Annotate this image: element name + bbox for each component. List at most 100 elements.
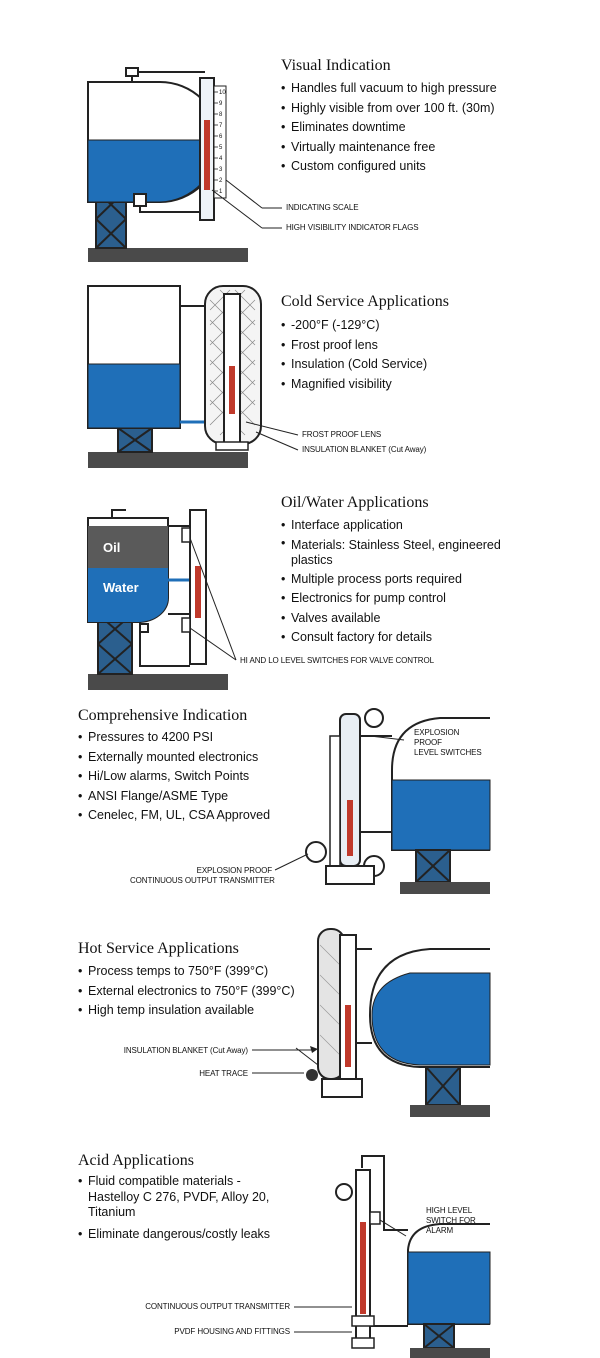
- tank-base: [410, 1105, 490, 1117]
- section-title: Comprehensive Indication: [78, 707, 248, 724]
- section-hot-service: Hot Service Applications Process temps t…: [0, 915, 600, 1120]
- tank-support-truss: [423, 1323, 455, 1349]
- scale-tick-label: 7: [219, 123, 223, 129]
- callout-line: PROOF: [414, 738, 442, 747]
- tank-base: [88, 452, 248, 468]
- list-item: Virtually maintenance free: [281, 138, 541, 158]
- scale-tick-label: 1: [219, 189, 223, 195]
- indicator-flags: [195, 566, 201, 618]
- tank-base: [410, 1348, 490, 1358]
- section-title: Acid Applications: [78, 1152, 194, 1169]
- callout-line: HIGH LEVEL: [426, 1206, 473, 1215]
- list-item: Process temps to 750°F (399°C): [78, 962, 308, 982]
- feature-list: Process temps to 750°F (399°C) External …: [78, 962, 308, 1021]
- list-item: Multiple process ports required: [281, 570, 511, 590]
- callout-frost-proof-lens: FROST PROOF LENS: [302, 430, 382, 439]
- callout-line: EXPLOSION: [414, 728, 460, 737]
- callout-line: ALARM: [426, 1226, 454, 1235]
- callout-indicator-flags: HIGH VISIBILITY INDICATOR FLAGS: [286, 223, 419, 232]
- callout-explosion-proof-transmitter: EXPLOSION PROOF CONTINUOUS OUTPUT TRANSM…: [130, 866, 275, 886]
- callout-pvdf-housing: PVDF HOUSING AND FITTINGS: [174, 1327, 290, 1336]
- gauge-piping: [125, 67, 205, 213]
- indicator-flags: [204, 120, 210, 190]
- gauge-piping: [360, 735, 392, 833]
- tank-base: [400, 882, 490, 894]
- scale-tick-label: 3: [219, 167, 223, 173]
- tank-base: [88, 674, 228, 690]
- list-item: -200°F (-129°C): [281, 316, 541, 336]
- callout-line: SWITCH FOR: [426, 1216, 476, 1225]
- heat-trace-fitting: [306, 1069, 318, 1081]
- oil-water-diagram: Oil Water: [87, 509, 237, 690]
- tank-liquid: [391, 779, 491, 851]
- indicator-flags: [347, 800, 353, 856]
- tank-support-truss: [415, 849, 451, 883]
- scale-tick-label: 10: [219, 90, 226, 96]
- tank-liquid: [87, 363, 181, 429]
- callout-continuous-output-transmitter: CONTINUOUS OUTPUT TRANSMITTER: [145, 1302, 290, 1311]
- callout-explosion-proof-switches: EXPLOSION PROOF LEVEL SWITCHES: [414, 728, 482, 758]
- oil-layer: [88, 526, 168, 568]
- section-oil-water: Oil Water Oil/Water Applications Interfa…: [0, 488, 600, 698]
- list-item: Hi/Low alarms, Switch Points: [78, 767, 308, 787]
- list-item: Highly visible from over 100 ft. (30m): [281, 99, 541, 119]
- list-item: ANSI Flange/ASME Type: [78, 787, 308, 807]
- gauge-piping: [111, 509, 190, 667]
- water-layer: [88, 568, 168, 622]
- gauge-piping: [361, 1155, 408, 1327]
- lo-level-switch: [181, 617, 191, 633]
- callout-high-level-switch: HIGH LEVEL SWITCH FOR ALARM: [426, 1206, 476, 1236]
- list-item: Fluid compatible materials - Hastelloy C…: [78, 1174, 274, 1225]
- list-item: Insulation (Cold Service): [281, 355, 541, 375]
- list-item: Consult factory for details: [281, 628, 511, 648]
- scale-tick-label: 9: [219, 101, 223, 107]
- feature-list: -200°F (-129°C) Frost proof lens Insulat…: [281, 316, 541, 394]
- tank-base: [88, 248, 248, 262]
- list-item: Interface application: [281, 516, 511, 536]
- section-title: Cold Service Applications: [281, 293, 449, 310]
- section-cold-service: Cold Service Applications -200°F (-129°C…: [0, 270, 600, 470]
- indicator-flags: [229, 366, 235, 414]
- indicator-flags: [360, 1222, 366, 1314]
- acid-diagram: [294, 1155, 491, 1358]
- tank-liquid: [407, 1251, 491, 1325]
- scale-tick-label: 8: [219, 112, 223, 118]
- hot-service-diagram: [252, 928, 491, 1117]
- scale-tick-label: 4: [219, 156, 223, 162]
- gauge-piping: [180, 305, 205, 424]
- feature-list: Pressures to 4200 PSI Externally mounted…: [78, 728, 308, 826]
- transmitter-head: [305, 841, 327, 863]
- list-item: Custom configured units: [281, 157, 541, 177]
- section-title: Visual Indication: [281, 57, 391, 74]
- callout-line: CONTINUOUS OUTPUT TRANSMITTER: [130, 876, 275, 885]
- section-acid: Acid Applications Fluid compatible mater…: [0, 1130, 600, 1358]
- list-item: Electronics for pump control: [281, 589, 511, 609]
- callout-indicating-scale: INDICATING SCALE: [286, 203, 359, 212]
- section-comprehensive-indication: Comprehensive Indication Pressures to 42…: [0, 700, 600, 910]
- callout-heat-trace: HEAT TRACE: [199, 1069, 248, 1078]
- tank-liquid: [87, 139, 219, 203]
- list-item: Externally mounted electronics: [78, 748, 308, 768]
- section-title: Hot Service Applications: [78, 940, 239, 957]
- scale-tick-label: 2: [219, 178, 223, 184]
- feature-list: Handles full vacuum to high pressure Hig…: [281, 79, 541, 177]
- callout-line: EXPLOSION PROOF: [196, 866, 273, 875]
- tank-support-truss: [425, 1066, 461, 1106]
- indicator-flags: [345, 1005, 351, 1067]
- list-item: Materials: Stainless Steel, engineered p…: [281, 536, 511, 570]
- list-item: Eliminates downtime: [281, 118, 541, 138]
- feature-list: Fluid compatible materials - Hastelloy C…: [78, 1174, 274, 1244]
- callout-line: LEVEL SWITCHES: [414, 748, 482, 757]
- list-item: Valves available: [281, 609, 511, 629]
- transmitter-head: [335, 1183, 353, 1201]
- cold-service-diagram: [87, 285, 299, 468]
- tank-liquid: [371, 972, 491, 1066]
- insulation-hatch: [319, 944, 343, 1058]
- oil-label: Oil: [103, 540, 120, 555]
- scale-tick-label: 6: [219, 134, 223, 140]
- list-item: Cenelec, FM, UL, CSA Approved: [78, 806, 308, 826]
- list-item: External electronics to 750°F (399°C): [78, 982, 308, 1002]
- callout-level-switches: HI AND LO LEVEL SWITCHES FOR VALVE CONTR…: [240, 656, 434, 665]
